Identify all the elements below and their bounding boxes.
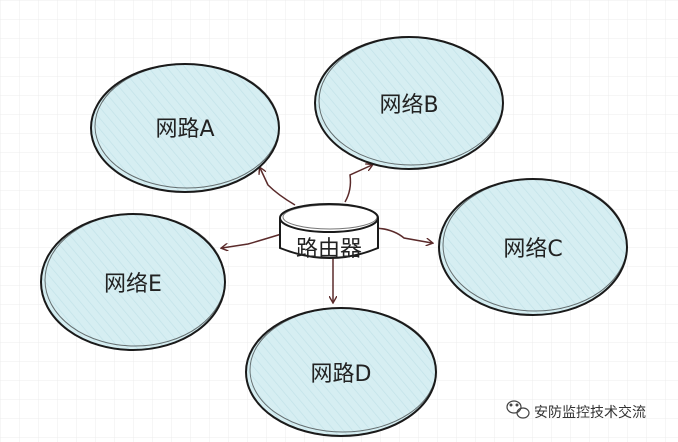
connector-b <box>344 165 372 203</box>
wechat-icon <box>506 400 530 419</box>
router-node: 路由器 <box>279 203 379 262</box>
watermark-text: 安防监控技术交流 <box>534 404 646 421</box>
network-node-d: 网路D <box>245 307 437 437</box>
network-node-a: 网路A <box>90 63 280 193</box>
watermark: 安防监控技术交流 <box>506 400 646 421</box>
network-node-e: 网络E <box>40 213 226 351</box>
network-label-d: 网路D <box>311 362 372 387</box>
network-node-b: 网络B <box>314 36 504 170</box>
network-label-a: 网路A <box>155 117 214 142</box>
network-label-c: 网络C <box>503 237 562 262</box>
router-label: 路由器 <box>296 237 362 262</box>
connector-a <box>260 168 296 206</box>
network-label-b: 网络B <box>379 93 438 118</box>
network-node-c: 网络C <box>438 178 628 316</box>
network-label-e: 网络E <box>104 272 162 297</box>
